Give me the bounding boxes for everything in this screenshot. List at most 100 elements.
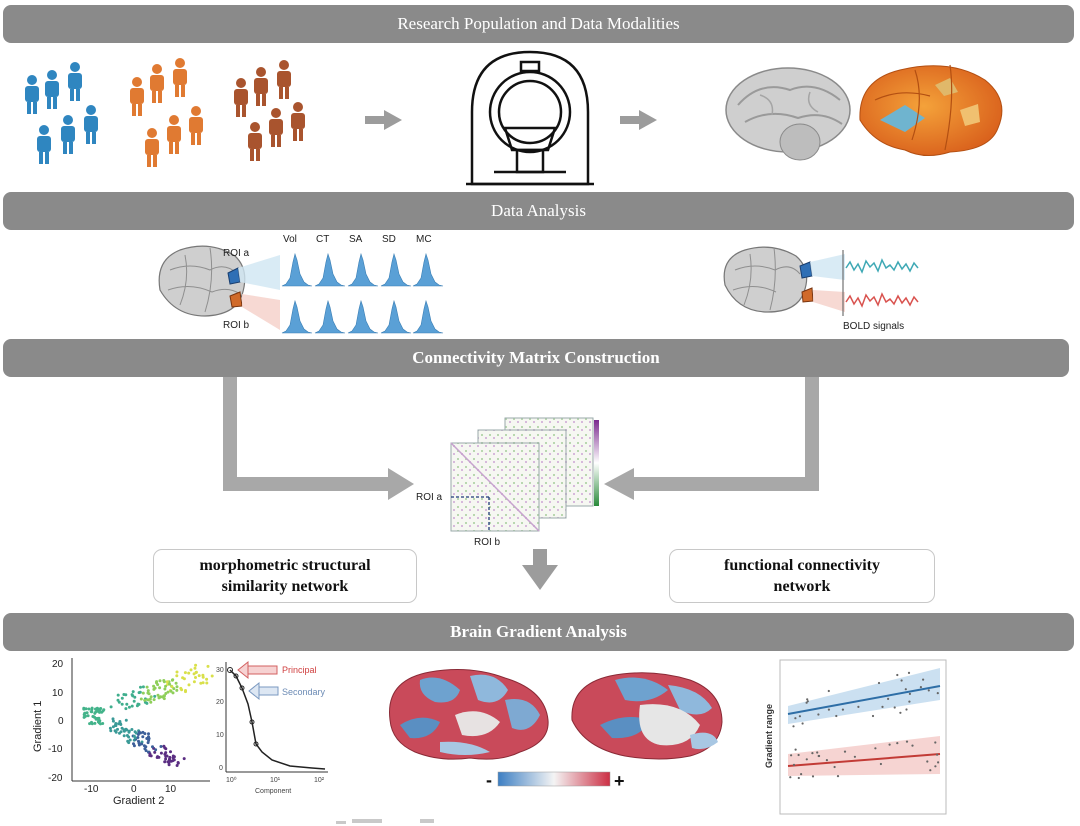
range-point — [800, 773, 803, 776]
matrix-roi-a-label: ROI a — [416, 492, 443, 503]
range-point — [922, 678, 925, 681]
histograms-roi-b — [281, 300, 444, 334]
scatter-point — [156, 693, 160, 697]
scatter-point — [90, 720, 93, 724]
person-icon — [189, 106, 203, 145]
scatter-point — [176, 761, 180, 765]
regression-line-red — [787, 753, 941, 767]
range-point — [811, 752, 814, 755]
scatter-point — [146, 698, 150, 702]
functional-network-line2: network — [773, 578, 831, 595]
person-icon — [248, 122, 262, 161]
scatter-point — [87, 707, 91, 711]
principal-label: Principal — [282, 665, 317, 675]
range-point — [792, 763, 796, 767]
scatter-point — [116, 693, 120, 697]
scatter-point — [183, 671, 187, 675]
scatter-point — [139, 685, 142, 689]
scatter-ytick: -10 — [48, 744, 63, 755]
person-icon — [167, 115, 181, 154]
range-point — [911, 744, 914, 747]
participant-group-1 — [25, 62, 98, 164]
range-point — [874, 747, 877, 750]
scatter-point — [131, 690, 135, 694]
scatter-point — [152, 684, 156, 688]
person-icon — [173, 58, 187, 97]
range-point — [805, 758, 808, 761]
range-point — [893, 706, 896, 709]
scatter-point — [149, 700, 153, 704]
range-point — [806, 700, 809, 703]
structural-network-line2: similarity network — [221, 578, 349, 595]
connectivity-matrix-stack — [450, 417, 599, 532]
range-point — [937, 761, 940, 764]
scatter-point — [187, 671, 191, 675]
person-icon — [254, 67, 268, 106]
person-icon — [291, 102, 305, 141]
scatter-point — [155, 681, 158, 685]
range-point — [904, 688, 907, 691]
scatter-ytick: 20 — [52, 659, 64, 670]
range-point — [929, 769, 932, 772]
scatter-point — [162, 680, 166, 684]
scatter-point — [127, 729, 131, 733]
brain-roi-functional — [723, 246, 845, 313]
measure-label: Vol — [283, 234, 297, 245]
scatter-point — [153, 750, 157, 754]
scatter-point — [162, 744, 166, 748]
scatter-point — [182, 757, 186, 761]
scatter-point — [171, 754, 175, 758]
scatter-point — [162, 697, 166, 701]
scatter-point — [175, 670, 179, 674]
range-point — [817, 754, 820, 758]
scree-ytick: 0 — [219, 765, 223, 772]
scatter-point — [169, 750, 172, 754]
principal-arrow — [237, 660, 278, 680]
range-point — [836, 775, 840, 778]
gradient-scatter-plot — [71, 658, 214, 782]
flow-arrow-left — [223, 377, 414, 500]
person-icon — [145, 128, 159, 167]
scatter-point — [175, 764, 179, 767]
scatter-point — [89, 710, 93, 714]
range-point — [888, 743, 891, 746]
flow-arrow-right — [604, 377, 819, 500]
range-point — [843, 750, 847, 753]
scatter-point — [86, 714, 90, 718]
scatter-point — [130, 704, 134, 708]
range-point — [841, 708, 845, 711]
scatter-point — [137, 730, 141, 734]
regression-line-blue — [787, 685, 941, 715]
measure-headers: Vol CT SA SD MC — [283, 234, 432, 245]
scatter-point — [147, 732, 150, 736]
functional-network-line1: functional connectivity — [724, 557, 880, 574]
scatter-point — [145, 737, 149, 740]
scatter-point — [118, 731, 121, 735]
scatter-point — [141, 735, 145, 739]
range-point — [816, 751, 819, 754]
scatter-point — [184, 690, 187, 694]
scatter-point — [90, 706, 94, 710]
scatter-point — [137, 741, 141, 745]
structural-network-box: morphometric structural similarity netwo… — [153, 549, 417, 603]
scatter-point — [163, 687, 167, 691]
scatter-point — [132, 699, 136, 703]
range-point — [936, 753, 939, 756]
histogram — [314, 300, 346, 334]
range-point — [919, 686, 923, 689]
scatter-point — [125, 728, 129, 732]
scatter-point — [175, 674, 179, 678]
range-point — [934, 741, 937, 744]
scatter-point — [194, 676, 197, 679]
scatter-point — [164, 757, 168, 761]
person-icon — [25, 75, 39, 114]
scatter-point — [175, 685, 179, 689]
functional-network-box: functional connectivity network — [669, 549, 935, 603]
scatter-point — [136, 736, 140, 739]
scatter-point — [180, 688, 184, 692]
colorbar-plus: + — [614, 771, 625, 791]
scatter-point — [93, 711, 97, 715]
range-point — [881, 705, 884, 709]
range-point — [934, 765, 937, 768]
scatter-point — [197, 674, 201, 678]
